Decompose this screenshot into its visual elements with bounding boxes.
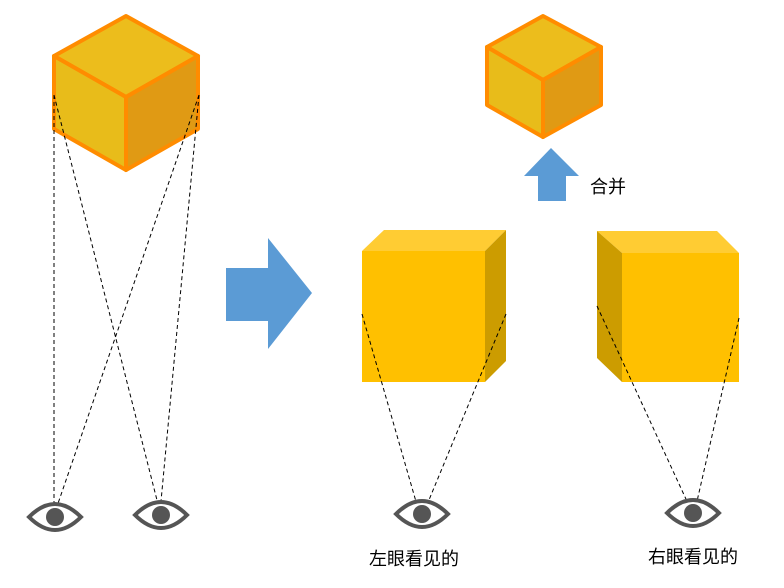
- box-front-face: [622, 253, 739, 382]
- right-eye-view-label: 右眼看见的: [648, 547, 738, 568]
- box-side-face: [485, 230, 506, 382]
- cube-right-face: [124, 54, 200, 172]
- sight-line: [159, 94, 200, 513]
- sight-line: [53, 94, 161, 513]
- cube-icon: [52, 14, 200, 172]
- merge-label: 合并: [590, 177, 626, 198]
- merged-cube-right-face: [541, 45, 603, 139]
- box-side-face: [597, 231, 622, 382]
- eye-icon: [26, 502, 84, 532]
- left-cube-sight-lines: [53, 94, 200, 516]
- up-arrow-icon: [524, 148, 579, 201]
- sight-line: [596, 305, 692, 511]
- eye-icon: [393, 499, 451, 529]
- right-view-sight-lines: [596, 305, 740, 511]
- box-front-face: [362, 251, 485, 382]
- sight-line: [423, 313, 507, 513]
- box-top-face: [597, 231, 739, 253]
- sight-line: [361, 313, 420, 513]
- right-arrow-icon: [226, 238, 312, 349]
- left-view-sight-lines: [361, 313, 507, 513]
- eye-icon: [664, 498, 722, 528]
- box-top-face: [362, 230, 506, 251]
- left-eye-view-box: [362, 230, 506, 382]
- sight-line: [694, 317, 740, 511]
- left-eye-view-label: 左眼看见的: [369, 549, 459, 570]
- right-eye-view-box: [597, 231, 739, 382]
- merged-cube-icon: [485, 14, 603, 139]
- eye-icon: [132, 500, 190, 530]
